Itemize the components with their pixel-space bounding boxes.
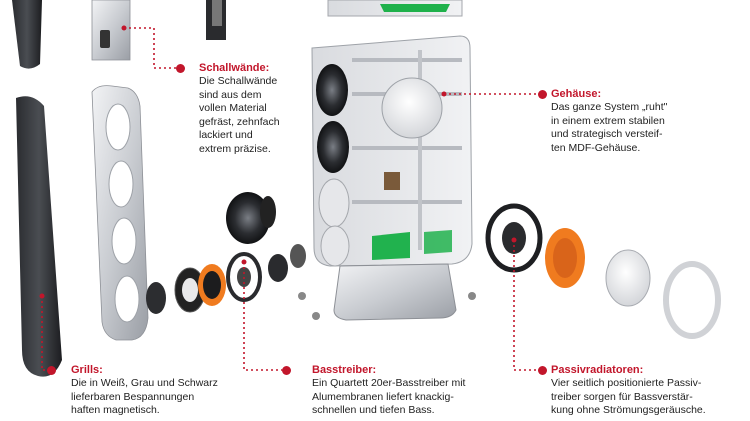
callout-dot-gehaeuse [538,90,547,99]
cabinet-base [298,263,476,321]
callout-dot-schallwaende [176,64,185,73]
callout-dot-grills [47,366,56,375]
grill-panel-top [12,0,42,69]
callout-title-gehaeuse: Gehäuse: [551,88,602,100]
cabinet-body [311,35,473,267]
callout-text-gehaeuse: Das ganze System „ruht" in einem extrem … [551,101,668,154]
callout-text-basstreiber: Ein Quartett 20er-Basstreiber mit Alumem… [312,377,466,417]
callout-text-schallwaende: Die Schallwände sind aus dem vollen Mate… [199,75,280,155]
cabinet-top-cap [327,0,463,17]
front-baffle [91,85,149,341]
grill-panel [16,96,62,377]
leader-lines [41,27,540,371]
callout-schallwaende: Schallwände: Die Schallwände sind aus de… [199,61,339,157]
callout-text-passivradiatoren: Vier seitlich positionierte Passiv- trei… [551,377,706,417]
bass-driver-exploded [146,192,306,314]
callout-title-schallwaende: Schallwände: [199,62,270,74]
callout-dot-passivradiatoren [538,366,547,375]
callout-dot-basstreiber [282,366,291,375]
callout-passivradiatoren: Passivradiatoren: Vier seitlich position… [551,363,746,418]
callout-text-grills: Die in Weiß, Grau und Schwarz lieferbare… [71,377,218,417]
callout-basstreiber: Basstreiber: Ein Quartett 20er-Basstreib… [312,363,522,418]
callout-title-basstreiber: Basstreiber: [312,364,377,376]
callout-title-grills: Grills: [71,364,103,376]
passive-radiator-exploded [485,203,721,339]
front-baffle-top [91,0,131,61]
top-module [206,0,226,40]
callout-grills: Grills: Die in Weiß, Grau und Schwarz li… [71,363,271,418]
leader-anchor-dots [39,25,517,299]
callout-title-passivradiatoren: Passivradiatoren: [551,364,644,376]
callout-gehaeuse: Gehäuse: Das ganze System „ruht" in eine… [551,87,741,155]
